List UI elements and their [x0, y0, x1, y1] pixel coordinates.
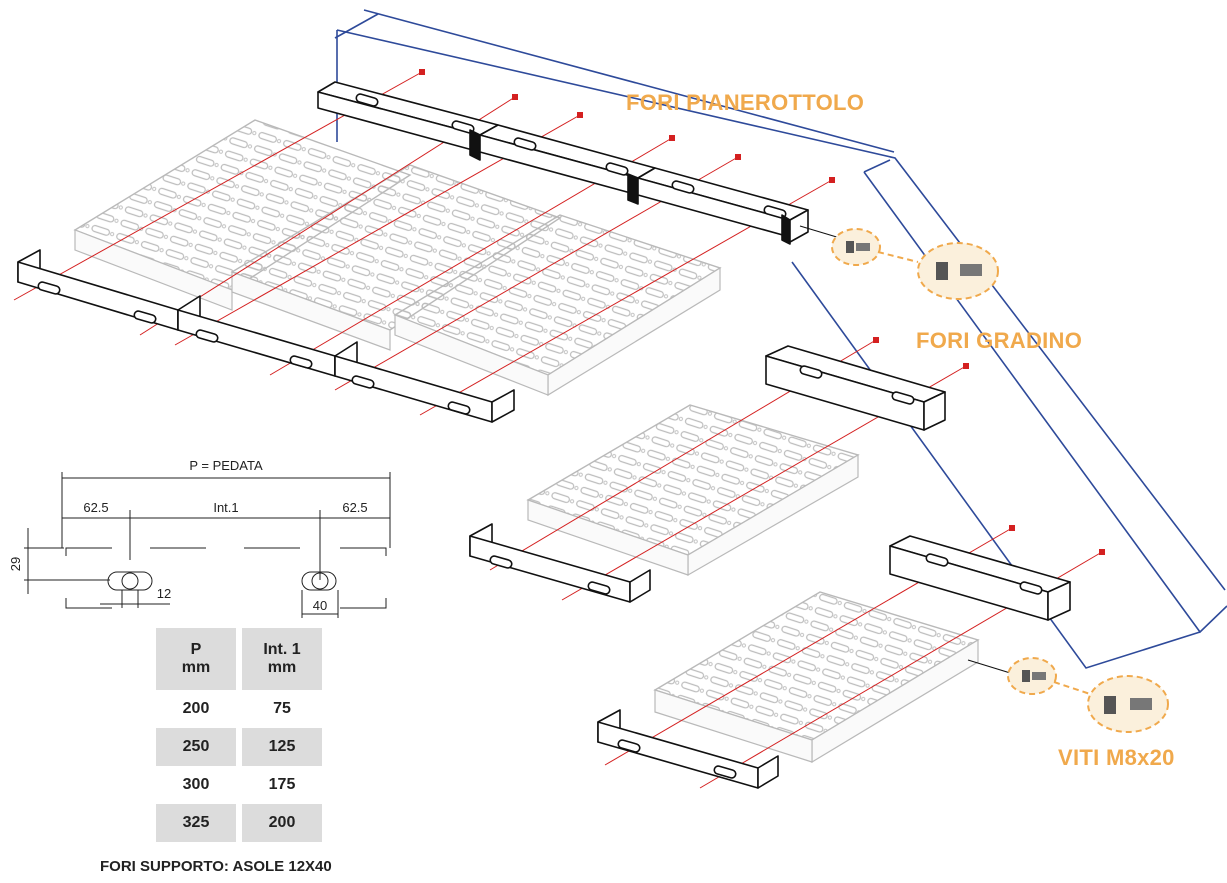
table-row: 250 125	[156, 728, 322, 766]
step1-rear-bracket	[765, 345, 946, 431]
front-bracket-3	[334, 341, 515, 423]
rear-bracket-1	[317, 81, 499, 161]
bolt-detail-callouts	[799, 225, 1169, 733]
landing-grating-3	[393, 214, 722, 397]
step-grating-1	[526, 404, 860, 577]
rear-bracket-2	[479, 124, 656, 205]
bolt-markers	[419, 69, 1105, 555]
fori-supporto-note: FORI SUPPORTO: ASOLE 12X40	[100, 858, 332, 875]
step2-front-bracket	[597, 709, 779, 789]
dimension-drawing	[24, 472, 391, 618]
dim-right-margin: 62.5	[342, 500, 367, 515]
dim-interval: Int.1	[213, 500, 238, 515]
dim-height: 29	[8, 557, 23, 571]
rear-bracket-3	[637, 167, 809, 245]
step1-front-bracket	[469, 523, 651, 603]
dim-left-margin: 62.5	[83, 500, 108, 515]
step2-rear-bracket	[889, 535, 1071, 621]
landing-gratings	[73, 119, 980, 764]
dim-slot-length: 40	[313, 598, 327, 613]
table-row: 200 75	[182, 700, 291, 717]
support-brackets	[17, 81, 1071, 789]
label-viti: VITI M8x20	[1058, 745, 1175, 770]
bolt-detail-large-2	[1087, 675, 1169, 733]
label-fori-pianerottolo: FORI PIANEROTTOLO	[626, 90, 865, 115]
step-grating-2	[653, 591, 980, 764]
dim-pedata: P = PEDATA	[189, 458, 263, 473]
label-fori-gradino: FORI GRADINO	[916, 328, 1083, 353]
bolt-detail-large-1	[917, 242, 999, 300]
table-row: 325 200	[156, 804, 322, 842]
table-row: 300 175	[182, 776, 296, 793]
dim-slot-width: 12	[157, 586, 171, 601]
